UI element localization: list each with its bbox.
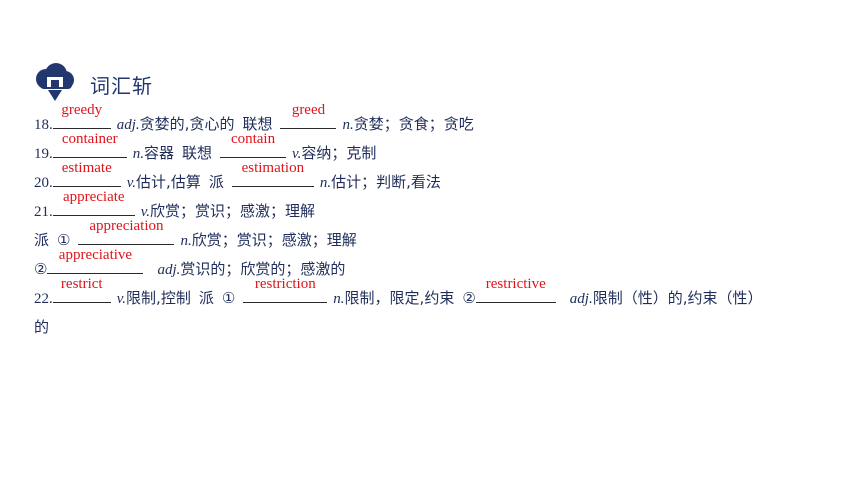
answer-blank: estimation	[231, 160, 314, 187]
answer-text: appreciation	[89, 218, 164, 234]
item-number: 22.	[34, 291, 53, 307]
vocab-item-19: 19. container n.容器联想 contain v.容纳；克制	[34, 131, 834, 168]
definition: 贪婪；贪食；贪吃	[353, 115, 474, 133]
definition: 赏识的；欣赏的；感激的	[180, 260, 346, 278]
answer-text: restrict	[60, 276, 103, 292]
item-number: 18.	[34, 117, 53, 133]
item-number: 21.	[34, 204, 53, 220]
answer-text: contain	[230, 131, 276, 147]
keyword-label: 联想	[182, 144, 213, 162]
answer-text: greed	[291, 102, 326, 118]
answer-blank: estimate	[52, 160, 121, 187]
definition: 限制，限定,约束	[344, 289, 455, 307]
circled-number-marker: ②	[34, 260, 48, 278]
vocab-item-21: 21. appreciate v.欣赏；赏识；感激；理解	[34, 189, 834, 226]
section-header: 词汇斩	[34, 63, 153, 104]
answer-text: estimate	[61, 160, 112, 176]
answer-text: restrictive	[485, 276, 546, 292]
answer-text: appreciative	[58, 247, 133, 263]
answer-blank: restrict	[52, 276, 111, 303]
answer-blank: restriction	[243, 276, 328, 303]
part-of-speech: n.	[333, 291, 345, 307]
part-of-speech: adj.	[569, 291, 593, 307]
part-of-speech: n.	[180, 233, 192, 249]
part-of-speech: n.	[132, 146, 144, 162]
cloud-arrow-down-icon	[36, 63, 74, 101]
circled-number-marker: ①	[57, 231, 71, 249]
circled-number-marker: ②	[462, 289, 476, 307]
part-of-speech: n.	[342, 117, 354, 133]
answer-text: greedy	[61, 102, 103, 118]
answer-blank: appreciative	[47, 247, 144, 274]
definition: 容器	[144, 144, 175, 162]
section-title: 词汇斩	[90, 73, 153, 98]
definition: 限制（性）的,约束（性）	[592, 289, 763, 307]
circled-number-marker: ①	[221, 289, 236, 307]
part-of-speech: v.	[292, 146, 302, 162]
definition: 估计,估算	[136, 173, 201, 191]
vocab-item-22-continued: 的	[34, 313, 834, 342]
definition: 贪婪的,贪心的	[139, 115, 235, 133]
answer-blank: greedy	[52, 102, 111, 129]
answer-text: estimation	[241, 160, 305, 176]
vocab-item-21-derivative-2: ② appreciative adj.赏识的；欣赏的；感激的	[34, 247, 834, 284]
keyword-label: 派	[198, 289, 214, 307]
part-of-speech: adj.	[157, 262, 181, 278]
answer-blank: restrictive	[475, 276, 556, 303]
answer-blank: greed	[280, 102, 337, 129]
part-of-speech: v.	[116, 291, 127, 307]
definition-tail: 的	[34, 318, 50, 336]
answer-text: restriction	[254, 276, 316, 292]
definition: 欣赏；赏识；感激；理解	[150, 202, 316, 220]
item-number: 19.	[34, 146, 53, 162]
part-of-speech: adj.	[116, 117, 140, 133]
answer-blank: appreciate	[52, 189, 135, 216]
definition: 估计；判断,看法	[331, 173, 441, 191]
definition: 容纳；克制	[301, 144, 377, 162]
part-of-speech: v.	[126, 175, 137, 191]
answer-text: container	[61, 131, 118, 147]
definition: 限制,控制	[126, 289, 191, 307]
keyword-label: 联想	[242, 115, 273, 133]
answer-text: appreciate	[62, 189, 125, 205]
definition: 欣赏；赏识；感激；理解	[191, 231, 357, 249]
answer-blank: container	[52, 131, 127, 158]
keyword-label: 派	[34, 231, 50, 249]
item-number: 20.	[34, 175, 53, 191]
vocab-item-20: 20. estimate v.估计,估算派 estimation n.估计；判断,看法	[34, 160, 834, 197]
vocab-item-18: 18. greedy adj.贪婪的,贪心的联想 greed n.贪婪；贪食；贪吃	[34, 102, 834, 139]
part-of-speech: v.	[140, 204, 151, 220]
answer-blank: contain	[220, 131, 287, 158]
answer-blank: appreciation	[78, 218, 175, 245]
part-of-speech: n.	[319, 175, 332, 191]
keyword-label: 派	[208, 173, 224, 191]
